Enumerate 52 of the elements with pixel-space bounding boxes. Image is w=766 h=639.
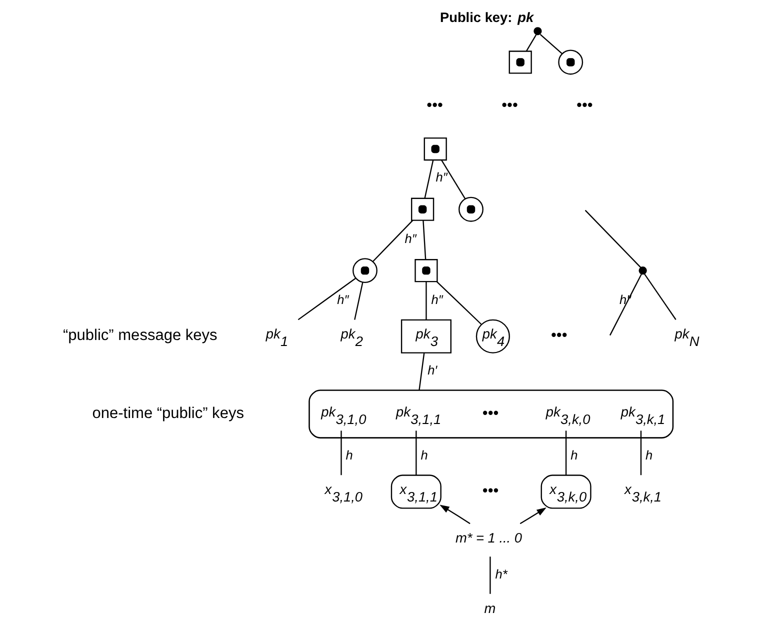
connector bbox=[539, 34, 562, 54]
node-square bbox=[410, 198, 434, 221]
connector bbox=[564, 430, 566, 476]
connector bbox=[340, 430, 342, 476]
connector bbox=[440, 160, 466, 200]
connector bbox=[418, 352, 424, 390]
connector bbox=[608, 274, 642, 336]
connector bbox=[424, 160, 434, 198]
node-square bbox=[414, 259, 438, 282]
edge-label: h′ bbox=[427, 362, 437, 378]
arrow bbox=[439, 504, 470, 524]
label: ••• bbox=[576, 96, 592, 114]
connector bbox=[525, 34, 536, 52]
label: “public” message keys bbox=[62, 327, 217, 344]
node-circle bbox=[352, 258, 377, 284]
edge-label: h″ bbox=[404, 230, 416, 246]
edge-label: h″ bbox=[435, 170, 447, 185]
cluster bbox=[308, 390, 674, 438]
connector bbox=[640, 430, 642, 476]
node-text: m* = 1 ... 0 bbox=[454, 530, 522, 546]
label: ••• bbox=[482, 482, 498, 500]
connector bbox=[489, 556, 490, 594]
connector bbox=[354, 282, 363, 320]
connector bbox=[584, 210, 641, 268]
node-text: m bbox=[484, 600, 496, 616]
connector bbox=[372, 220, 413, 262]
edge-label: h bbox=[420, 447, 428, 462]
connector bbox=[643, 274, 676, 320]
label: ••• bbox=[550, 327, 567, 344]
label: one-time “public” keys bbox=[92, 404, 244, 422]
edge-label: h bbox=[345, 447, 352, 462]
label: ••• bbox=[426, 96, 442, 114]
node-circle bbox=[558, 50, 583, 75]
node-circle bbox=[458, 196, 483, 222]
connector bbox=[422, 220, 426, 260]
label: ••• bbox=[501, 96, 518, 114]
node-circle bbox=[533, 27, 542, 36]
node-square bbox=[423, 137, 446, 161]
connector bbox=[415, 430, 416, 476]
connector bbox=[436, 281, 482, 325]
edge-label: h bbox=[570, 447, 578, 462]
edge-label: h* bbox=[494, 566, 507, 582]
edge-label: h″ bbox=[430, 292, 442, 308]
node-square bbox=[508, 50, 532, 74]
node-dot bbox=[638, 266, 646, 275]
connector bbox=[425, 282, 426, 320]
arrow bbox=[519, 507, 546, 524]
label: ••• bbox=[482, 404, 498, 422]
edge-label: h bbox=[645, 447, 652, 462]
connector bbox=[297, 278, 356, 320]
edge-label: h″ bbox=[336, 292, 348, 308]
node-label: Public key: pk bbox=[439, 10, 534, 26]
